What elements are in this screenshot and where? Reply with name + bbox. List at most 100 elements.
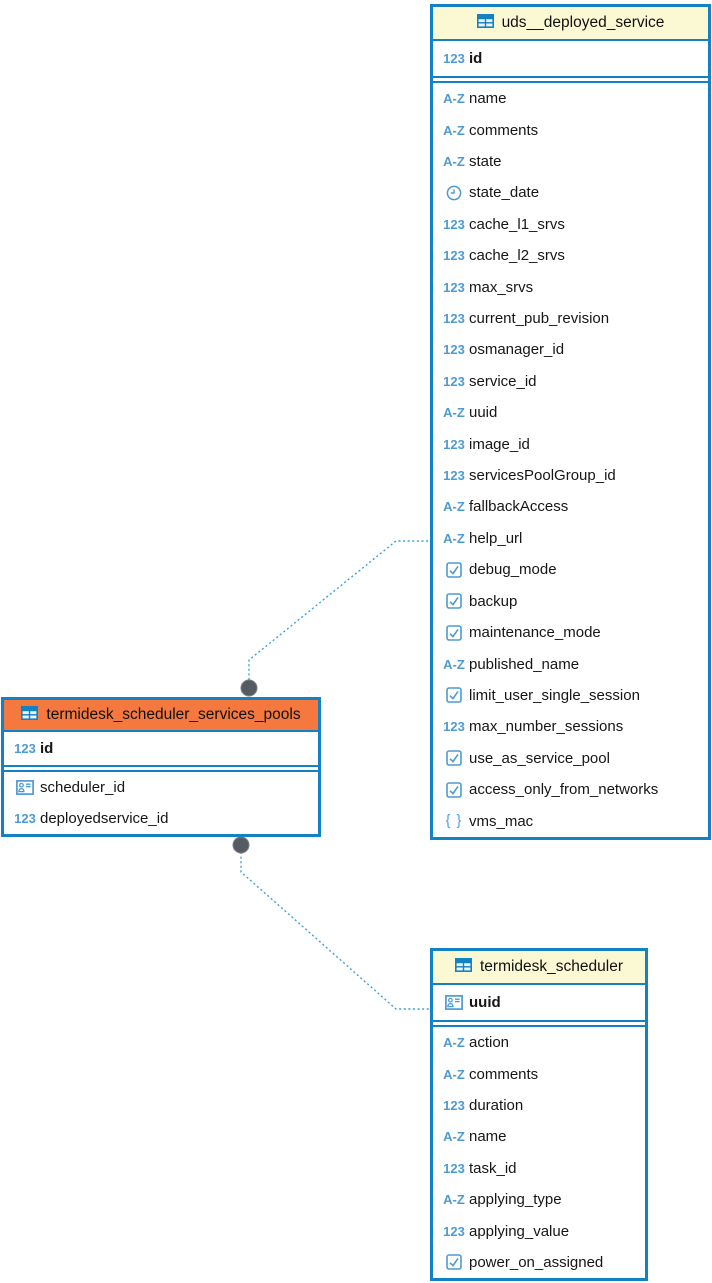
relation-line-deployedservice[interactable] <box>248 540 430 680</box>
column-name: uuid <box>469 994 501 1011</box>
boolean-type-icon <box>439 561 469 578</box>
column-name: state <box>469 153 502 171</box>
table-header[interactable]: termidesk_scheduler_services_pools <box>4 700 318 732</box>
columns-section: scheduler_id 123 deployedservice_id <box>4 770 318 834</box>
column-name: scheduler_id <box>40 779 126 796</box>
datetime-type-icon <box>439 185 469 201</box>
text-type-icon: A-Z <box>443 1129 465 1145</box>
column-name: applying_type <box>469 1191 562 1209</box>
column-row[interactable]: access_only_from_networks <box>433 774 708 805</box>
column-name: fallbackAccess <box>469 498 569 516</box>
column-name: id <box>40 740 54 757</box>
number-type-icon: 123 <box>443 1097 465 1113</box>
column-row[interactable]: backup <box>433 586 708 617</box>
column-name: task_id <box>469 1159 517 1177</box>
column-name: access_only_from_networks <box>469 781 659 799</box>
json-type-icon: { } <box>445 813 463 830</box>
column-name: name <box>469 90 507 108</box>
column-row[interactable]: maintenance_mode <box>433 617 708 648</box>
column-name: max_srvs <box>469 278 534 296</box>
column-name: deployedservice_id <box>40 810 169 827</box>
column-name: applying_value <box>469 1222 570 1240</box>
text-type-icon: A-Z <box>443 1035 465 1051</box>
column-name: id <box>469 50 483 67</box>
column-name: action <box>469 1034 510 1052</box>
column-row[interactable]: state_date <box>433 177 708 208</box>
number-type-icon: 123 <box>443 216 465 232</box>
text-type-icon: A-Z <box>443 154 465 170</box>
text-type-icon: A-Z <box>443 91 465 107</box>
column-name: published_name <box>469 655 580 673</box>
section-divider-gap <box>4 767 318 770</box>
table-header[interactable]: uds__deployed_service <box>433 7 708 41</box>
column-row[interactable]: 123 id <box>433 41 708 76</box>
column-name: limit_user_single_session <box>469 686 640 704</box>
number-type-icon: 123 <box>14 811 36 826</box>
column-name: help_url <box>469 529 523 547</box>
column-name: osmanager_id <box>469 341 565 359</box>
number-type-icon: 123 <box>443 248 465 264</box>
column-row[interactable]: limit_user_single_session <box>433 680 708 711</box>
text-type-icon: A-Z <box>443 530 465 546</box>
column-row[interactable]: uuid <box>433 985 645 1020</box>
relation-endpoint-dot[interactable] <box>240 679 258 697</box>
column-name: cache_l2_srvs <box>469 247 565 265</box>
column-row[interactable]: 123 deployedservice_id <box>4 803 318 834</box>
column-name: uuid <box>469 404 498 422</box>
number-type-icon: 123 <box>443 342 465 358</box>
relation-line-scheduler[interactable] <box>240 852 430 1010</box>
column-row[interactable]: power_on_assigned <box>433 1247 645 1278</box>
number-type-icon: 123 <box>443 1223 465 1239</box>
column-name: vms_mac <box>469 812 534 830</box>
table-header[interactable]: termidesk_scheduler <box>433 951 645 985</box>
text-type-icon: A-Z <box>443 1066 465 1082</box>
column-name: image_id <box>469 435 530 453</box>
column-row[interactable]: debug_mode <box>433 554 708 585</box>
relation-endpoint-dot[interactable] <box>232 836 250 854</box>
column-name: backup <box>469 592 518 610</box>
table-title: termidesk_scheduler <box>479 958 623 975</box>
column-row[interactable]: scheduler_id <box>4 772 318 803</box>
number-type-icon: 123 <box>443 51 465 66</box>
text-type-icon: A-Z <box>443 405 465 421</box>
text-type-icon: A-Z <box>443 499 465 515</box>
text-type-icon: A-Z <box>443 656 465 672</box>
section-divider-gap <box>433 78 708 81</box>
column-row[interactable]: { } vms_mac <box>433 805 708 836</box>
column-name: debug_mode <box>469 561 557 579</box>
uuid-type-icon <box>10 780 40 795</box>
boolean-type-icon <box>439 1254 469 1271</box>
text-type-icon: A-Z <box>443 1192 465 1208</box>
section-divider-gap <box>433 1022 645 1025</box>
column-row[interactable]: use_as_service_pool <box>433 743 708 774</box>
